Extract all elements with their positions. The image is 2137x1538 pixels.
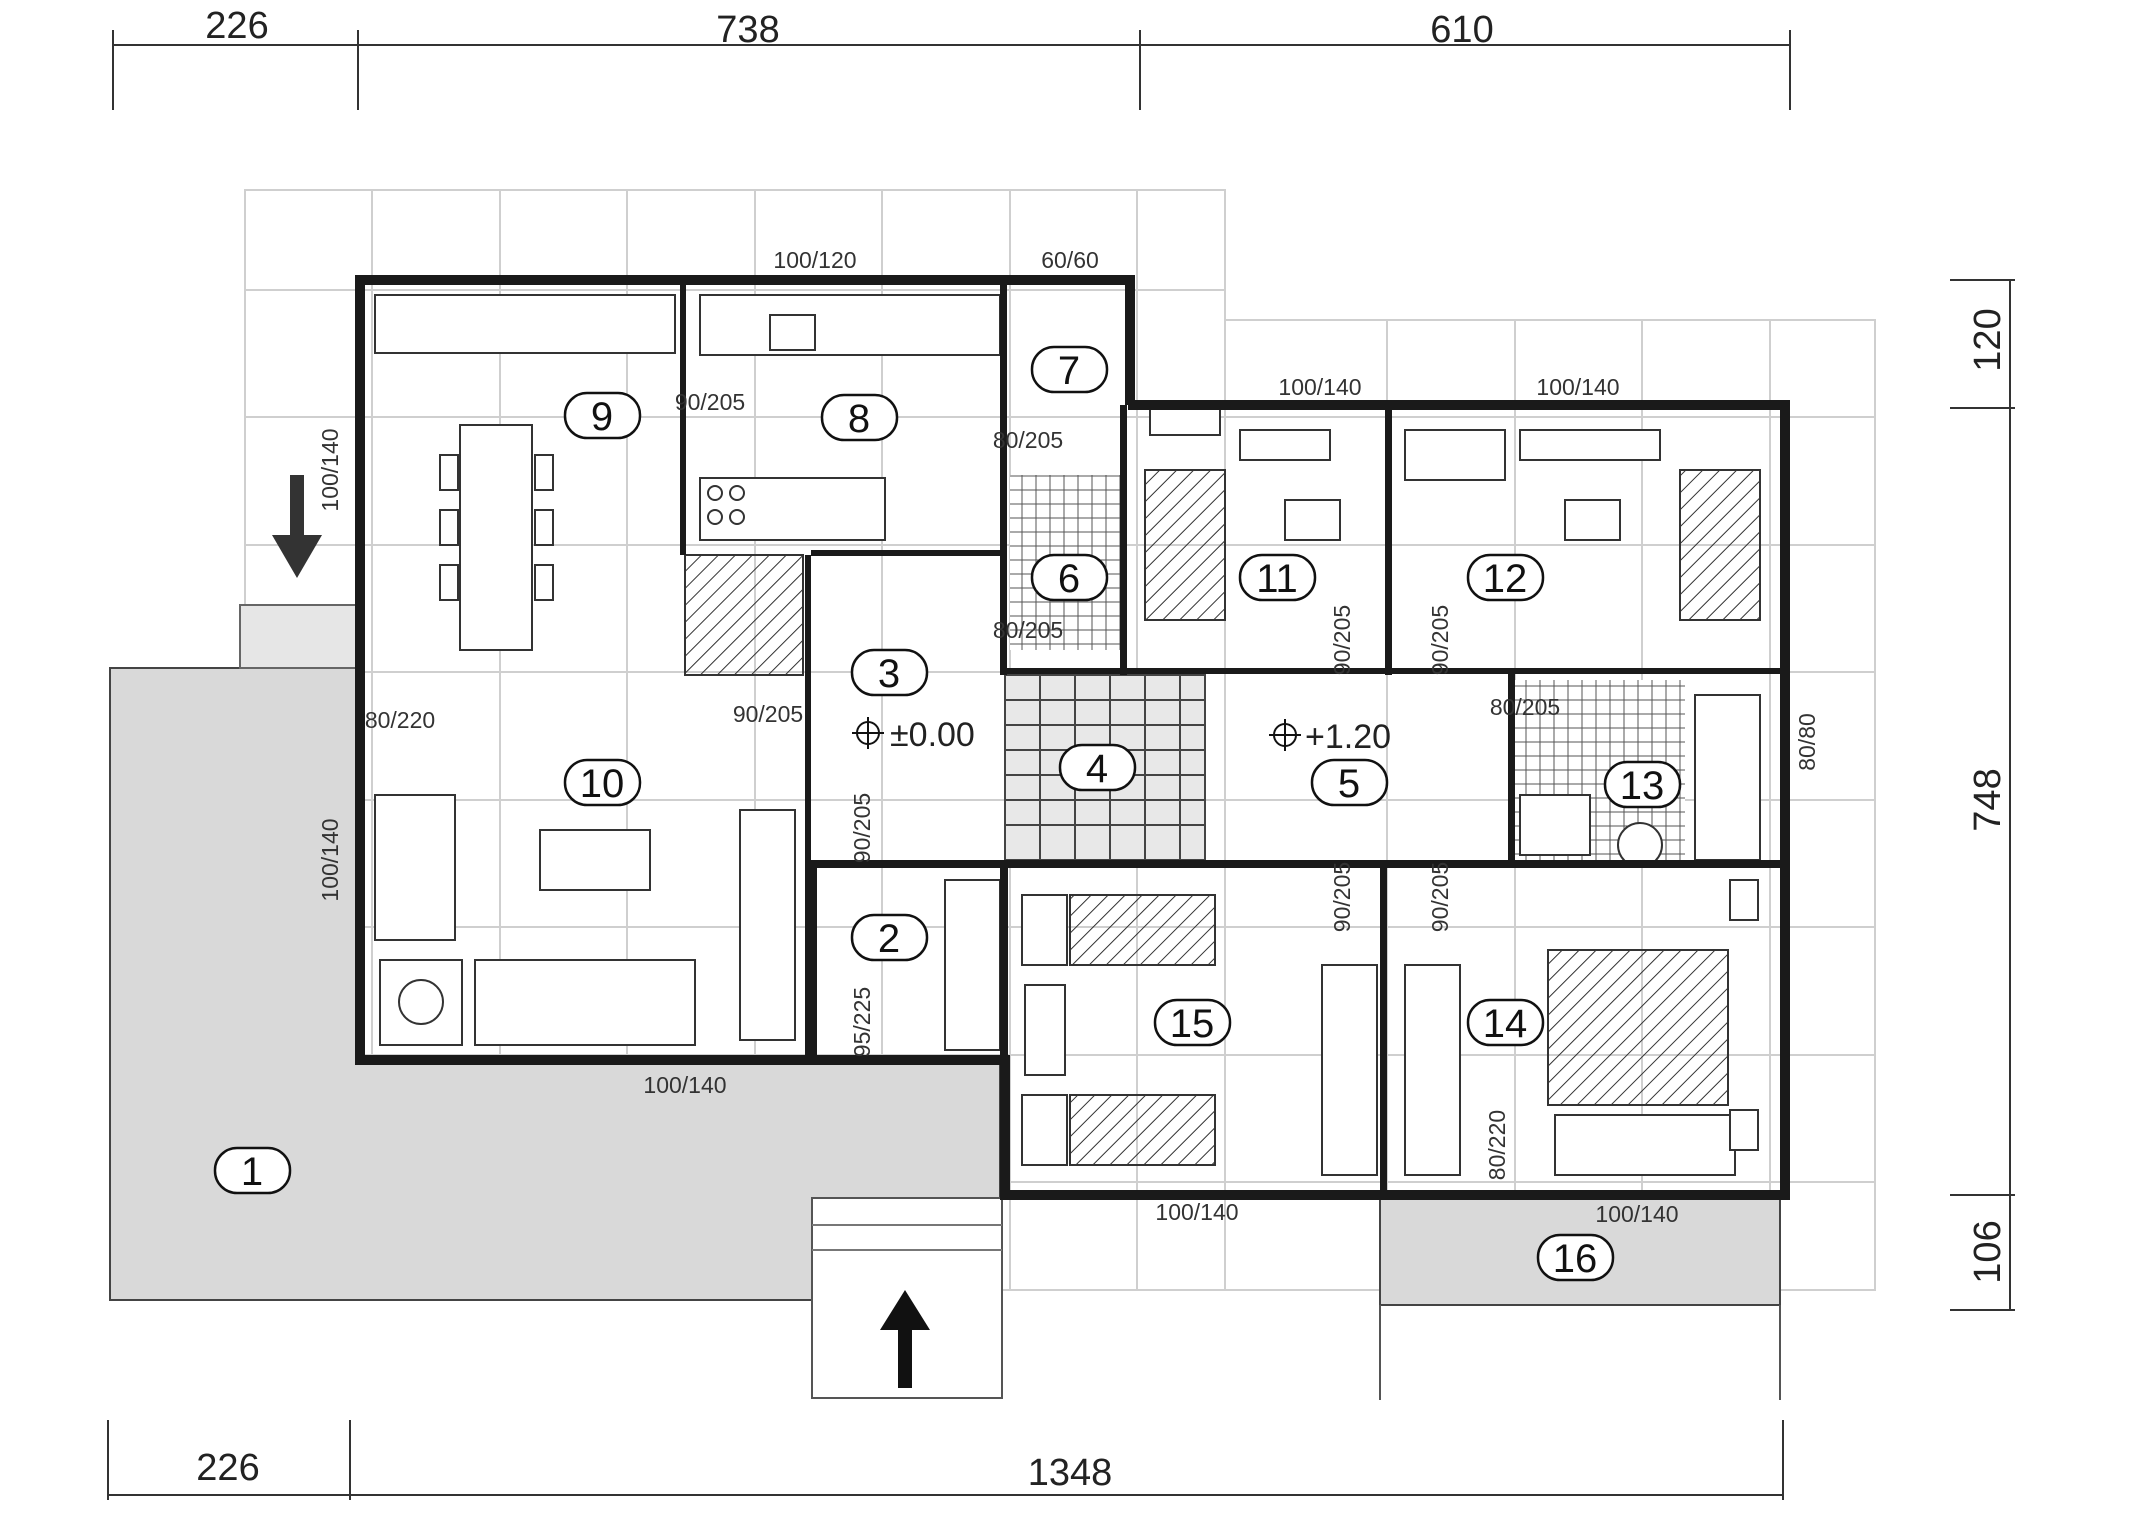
room-number-9: 9 bbox=[591, 395, 613, 439]
room-number-10: 10 bbox=[580, 762, 625, 806]
level-marker-icon bbox=[852, 717, 1301, 751]
room-number-12: 12 bbox=[1483, 557, 1528, 601]
opening-label: 100/120 bbox=[773, 247, 856, 273]
opening-label: 100/140 bbox=[1155, 1199, 1238, 1225]
walls bbox=[355, 275, 1790, 1200]
level-upper: +1.20 bbox=[1305, 718, 1391, 756]
room-number-6: 6 bbox=[1058, 557, 1080, 601]
room-number-15: 15 bbox=[1170, 1002, 1215, 1046]
dimension-top-2: 738 bbox=[716, 9, 779, 51]
dimension-right-2: 748 bbox=[1967, 768, 2009, 831]
opening-label: 90/205 bbox=[849, 793, 875, 863]
opening-label: 60/60 bbox=[1041, 247, 1099, 273]
dimension-bottom-2: 1348 bbox=[1028, 1452, 1113, 1494]
dimension-top-1: 226 bbox=[205, 5, 268, 47]
opening-label: 90/205 bbox=[1427, 605, 1453, 675]
side-steps bbox=[239, 604, 359, 669]
room-number-14: 14 bbox=[1483, 1002, 1528, 1046]
opening-label: 90/205 bbox=[733, 701, 803, 727]
opening-label: 100/140 bbox=[317, 428, 343, 511]
dimension-lines bbox=[107, 30, 2015, 1500]
room-number-16: 16 bbox=[1553, 1237, 1598, 1281]
room-number-11: 11 bbox=[1256, 557, 1298, 601]
opening-label: 100/140 bbox=[1278, 374, 1361, 400]
dimension-bottom-1: 226 bbox=[196, 1447, 259, 1489]
dimension-right-3: 106 bbox=[1967, 1220, 2009, 1283]
room-number-4: 4 bbox=[1086, 747, 1108, 791]
opening-label: 100/140 bbox=[317, 818, 343, 901]
opening-label: 90/205 bbox=[675, 389, 745, 415]
opening-label: 80/205 bbox=[993, 427, 1063, 453]
stair-hatch-area bbox=[684, 554, 804, 676]
dimension-right-1: 120 bbox=[1967, 308, 2009, 371]
entrance-arrow bbox=[880, 1290, 930, 1388]
room-number-8: 8 bbox=[848, 397, 870, 441]
room-label-bubbles bbox=[213, 345, 1682, 1282]
room-number-1: 1 bbox=[241, 1150, 263, 1194]
opening-label: 90/205 bbox=[1427, 862, 1453, 932]
opening-label: 80/205 bbox=[993, 617, 1063, 643]
opening-label: 80/220 bbox=[1484, 1110, 1510, 1180]
opening-label: 80/220 bbox=[365, 707, 435, 733]
room-number-13: 13 bbox=[1620, 764, 1665, 808]
opening-label: 100/140 bbox=[1536, 374, 1619, 400]
room-number-7: 7 bbox=[1058, 349, 1080, 393]
opening-label: 90/205 bbox=[1329, 605, 1355, 675]
room-number-2: 2 bbox=[878, 917, 900, 961]
opening-label: 90/205 bbox=[1329, 862, 1355, 932]
opening-label: 100/140 bbox=[1595, 1201, 1678, 1227]
room-number-5: 5 bbox=[1338, 762, 1360, 806]
opening-label: 80/80 bbox=[1794, 713, 1820, 771]
opening-label: 100/140 bbox=[643, 1072, 726, 1098]
opening-label: 80/205 bbox=[1490, 694, 1560, 720]
dimension-top-3: 610 bbox=[1430, 9, 1493, 51]
side-entrance-arrow bbox=[272, 475, 322, 578]
room-number-3: 3 bbox=[878, 652, 900, 696]
level-ground: ±0.00 bbox=[890, 716, 975, 754]
opening-label: 95/225 bbox=[849, 987, 875, 1057]
